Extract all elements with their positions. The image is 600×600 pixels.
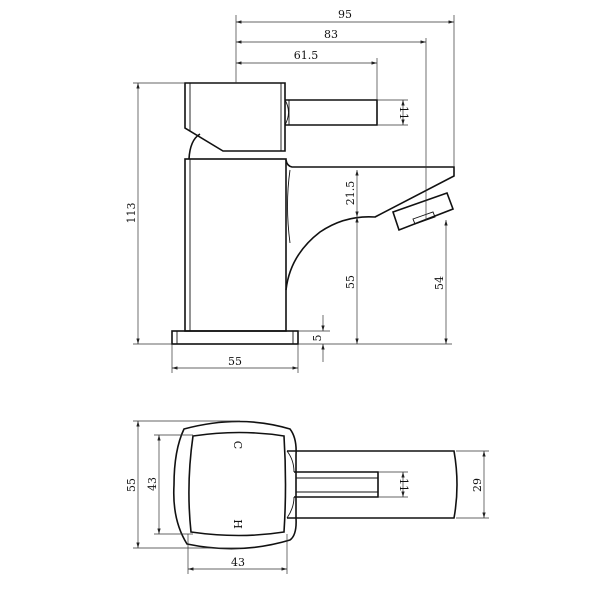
dim-lever-length: 61.5	[294, 49, 319, 62]
lever	[284, 99, 378, 126]
dim-overall-reach: 95	[338, 8, 352, 21]
spout	[285, 159, 455, 291]
dim-base-width: 55	[228, 355, 242, 368]
extension-lines	[133, 15, 455, 373]
dim-inner-depth: 43	[146, 477, 159, 491]
dim-lever-thickness: 11	[397, 106, 410, 120]
dim-lever-end-reach: 83	[324, 28, 338, 41]
dim-spout-depth: 21.5	[344, 181, 357, 206]
lever-top	[294, 471, 379, 498]
dim-overall-height: 113	[125, 203, 138, 224]
handle-block	[184, 82, 286, 152]
dim-spout-height: 55	[344, 275, 357, 289]
cold-label: C	[231, 441, 244, 449]
dim-spout-width: 29	[471, 478, 484, 492]
spout-top	[286, 450, 458, 519]
top-view: C H 55 43 43 11 29	[125, 420, 489, 574]
dim-outlet-height: 54	[433, 276, 446, 290]
aerator	[391, 191, 455, 232]
body	[184, 158, 287, 332]
top-dimension-labels: 55 43 43 11 29	[125, 477, 484, 569]
handle-outline	[172, 420, 297, 550]
base-plate	[171, 330, 299, 345]
dim-base-thickness: 5	[311, 335, 324, 342]
dim-lever-thickness-top: 11	[397, 478, 410, 492]
dimension-labels: 95 83 61.5 11 113 21.5 55 54 5 55	[125, 8, 446, 368]
dim-outer-depth: 55	[125, 478, 138, 492]
dim-inner-width: 43	[231, 556, 245, 569]
hot-label: H	[231, 519, 244, 529]
top-dimension-lines	[136, 421, 486, 571]
dimension-lines	[136, 20, 454, 370]
side-view: 95 83 61.5 11 113 21.5 55 54 5 55	[125, 8, 455, 373]
dome	[188, 133, 201, 160]
